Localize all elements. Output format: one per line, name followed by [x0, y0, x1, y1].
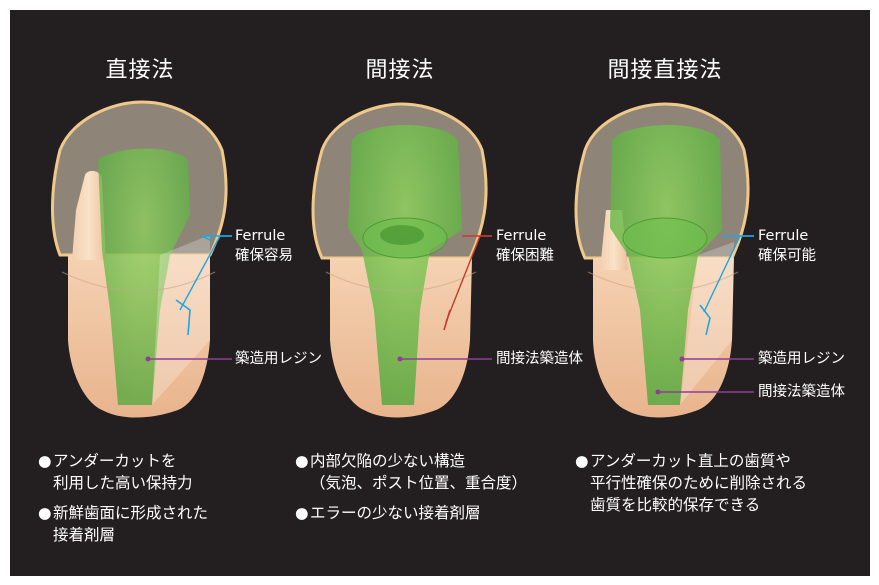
ferrule-label-3: Ferrule 確保可能	[758, 226, 816, 266]
bullet-item: ● アンダーカットを 利用した高い保持力	[38, 450, 278, 494]
bullets-direct: ● アンダーカットを 利用した高い保持力 ● 新鮮歯面に形成された 接着剤層	[38, 450, 278, 554]
bullet-dot: ●	[38, 502, 52, 524]
ferrule-label-1: Ferrule 確保容易	[235, 226, 293, 266]
bullet-item: ● 新鮮歯面に形成された 接着剤層	[38, 502, 278, 546]
bullet-item: ● 内部欠陥の少ない構造 （気泡、ポスト位置、重合度）	[295, 450, 565, 494]
bullets-indirect-direct: ● アンダーカット直上の歯質や 平行性確保のために削除される 歯質を比較的保存で…	[575, 450, 865, 524]
title-indirect: 間接法	[300, 52, 500, 84]
title-direct: 直接法	[40, 52, 240, 84]
bullet-dot: ●	[295, 502, 309, 524]
diagram-panel: 直接法 間接法 間接直接法 Ferrule 確保容易 築造用レジン Ferrul…	[10, 10, 870, 576]
bullet-item: ● アンダーカット直上の歯質や 平行性確保のために削除される 歯質を比較的保存で…	[575, 450, 865, 516]
title-indirect-direct: 間接直接法	[565, 52, 765, 84]
bullet-item: ● エラーの少ない接着剤層	[295, 502, 565, 524]
bullets-indirect: ● 内部欠陥の少ない構造 （気泡、ポスト位置、重合度） ● エラーの少ない接着剤…	[295, 450, 565, 532]
ferrule-label-2: Ferrule 確保困難	[496, 226, 554, 266]
bullet-dot: ●	[575, 450, 589, 472]
resin-label-1: 築造用レジン	[235, 349, 322, 369]
tooth-direct	[53, 102, 227, 418]
resin-label-3: 築造用レジン	[758, 349, 845, 369]
tooth-indirect	[313, 104, 486, 418]
core-label-2: 間接法築造体	[496, 349, 583, 369]
tooth-indirect-direct	[576, 104, 748, 418]
bullet-dot: ●	[38, 450, 52, 472]
bullet-dot: ●	[295, 450, 309, 472]
core-label-3: 間接法築造体	[758, 382, 845, 402]
